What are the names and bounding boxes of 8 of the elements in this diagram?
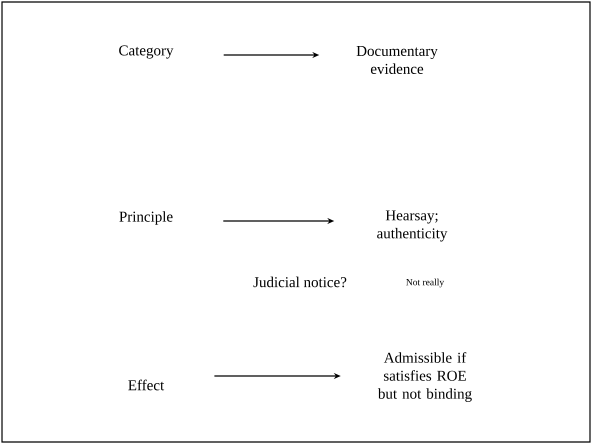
- node-text: Admissible if satisfies ROE but not binding: [378, 352, 472, 402]
- note-text: Not really: [406, 278, 444, 288]
- node-text: Hearsay; authenticity: [377, 210, 448, 242]
- node-text: Effect: [128, 380, 164, 390]
- node-text: Documentary evidence: [356, 46, 438, 74]
- node-text: Principle: [119, 211, 173, 225]
- note-text: Judicial notice?: [253, 276, 346, 288]
- node-text: Category: [119, 45, 174, 59]
